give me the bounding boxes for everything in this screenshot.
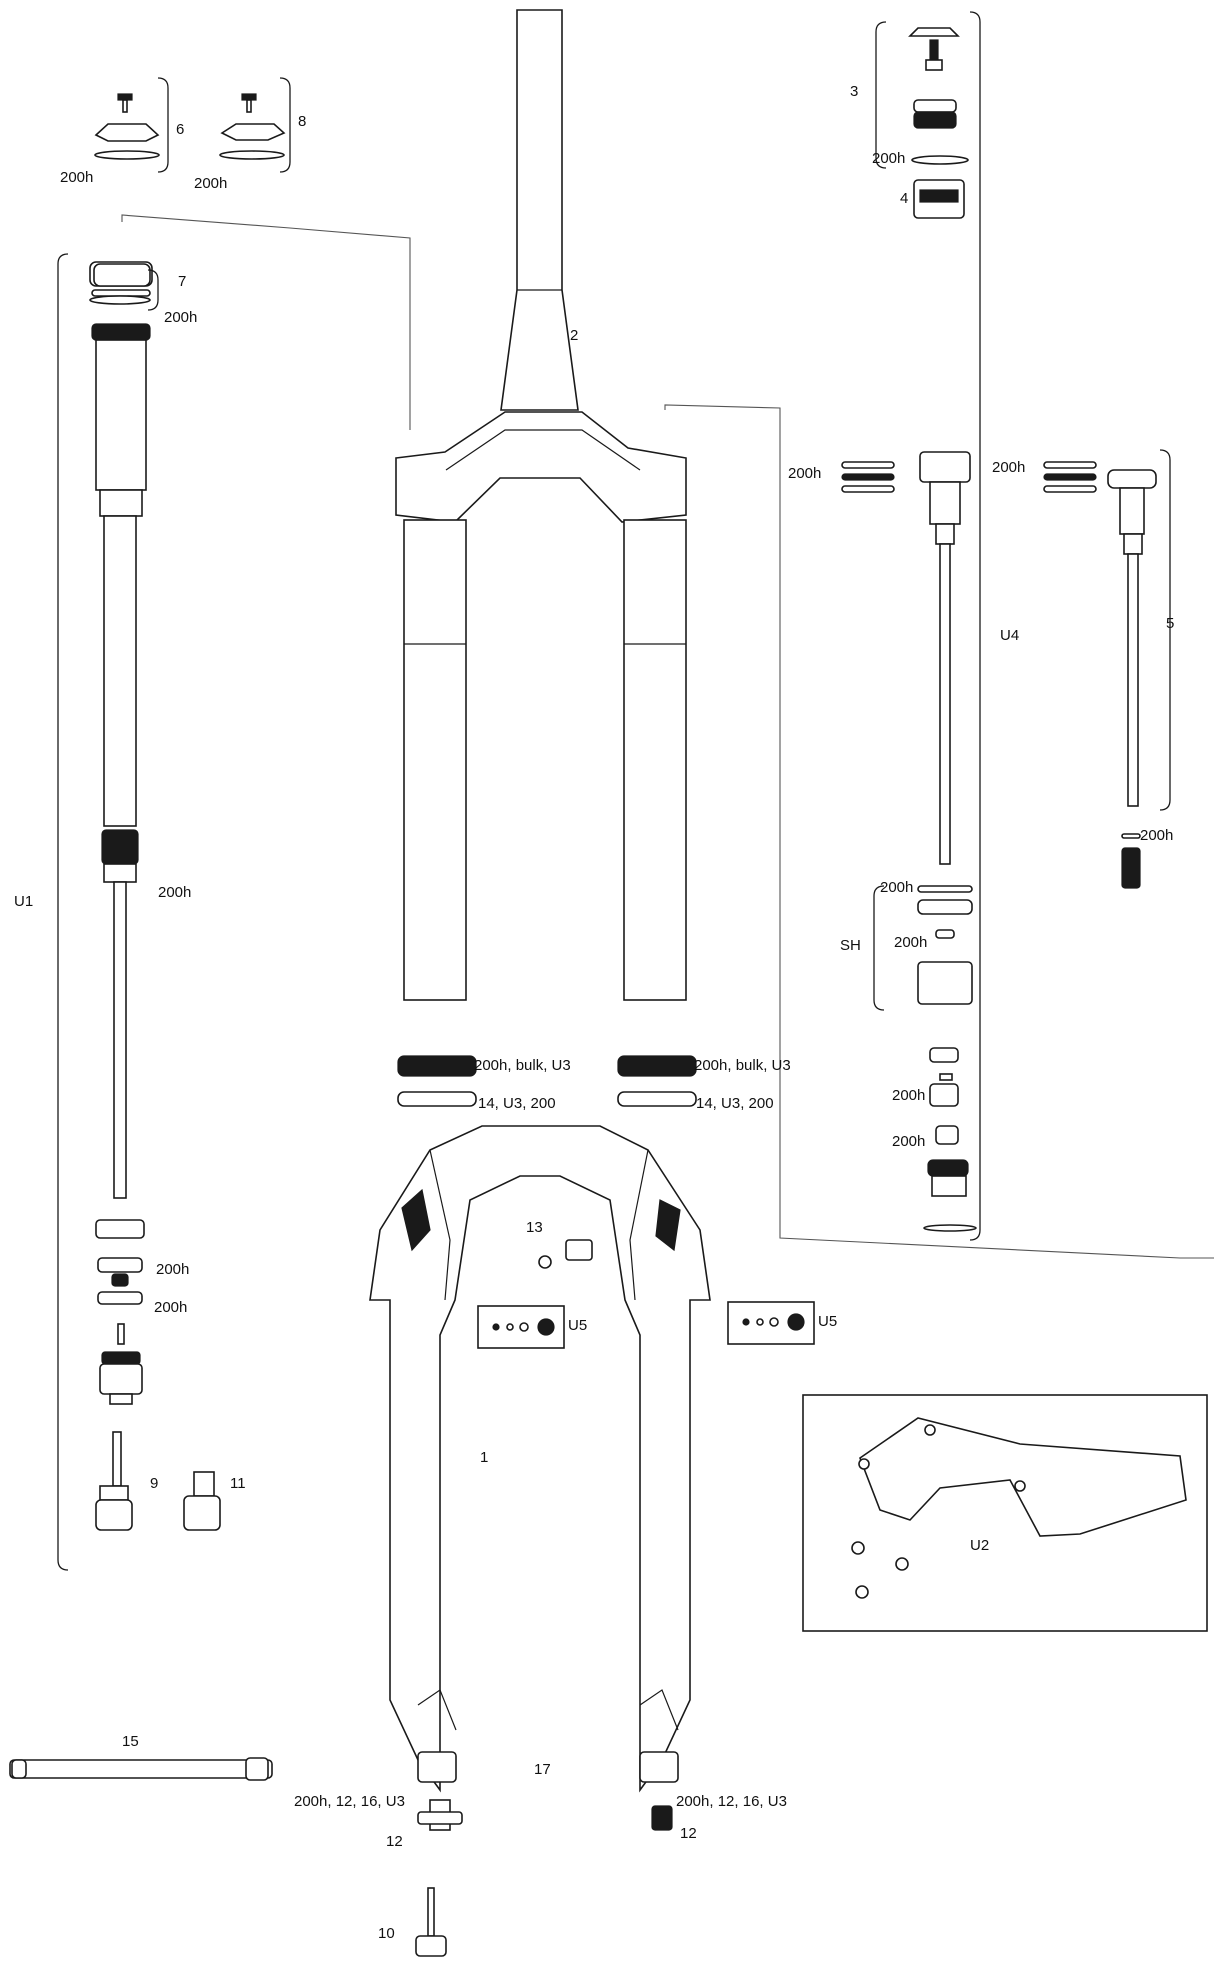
label-200h-u1: 200h [158, 884, 191, 901]
label-1: 1 [480, 1449, 488, 1466]
label-200h-7: 200h [164, 309, 197, 326]
label-u5-left: U5 [568, 1317, 587, 1334]
label-bulk-left: 200h, bulk, U3 [474, 1057, 571, 1074]
brackets [57, 11, 1171, 1571]
label-8: 8 [298, 113, 306, 130]
label-200h-3: 200h [872, 150, 905, 167]
label-200h-d1: 200h [156, 1261, 189, 1278]
guide-lines [121, 214, 1214, 1259]
seals [397, 1055, 697, 1107]
label-u1: U1 [14, 893, 33, 910]
label-3: 3 [850, 83, 858, 100]
label-200h-right-stack: 200h [992, 459, 1025, 476]
label-200h-5: 200h [1140, 827, 1173, 844]
spring-shaft-5 [1107, 469, 1157, 889]
label-12-left: 12 [386, 1833, 403, 1850]
label-5: 5 [1166, 615, 1174, 632]
label-13: 13 [526, 1219, 543, 1236]
label-200h-left-stack: 200h [788, 465, 821, 482]
fender-u2 [802, 1394, 1208, 1632]
u5-boxes [477, 1301, 815, 1349]
label-17: 17 [534, 1761, 551, 1778]
oring-stacks [841, 461, 1097, 493]
label-7: 7 [178, 273, 186, 290]
spring-assembly-u4 [908, 27, 977, 1232]
label-sh: SH [840, 937, 861, 954]
label-6: 6 [176, 121, 184, 138]
label-15: 15 [122, 1733, 139, 1750]
label-axle-left: 200h, 12, 16, U3 [294, 1793, 405, 1810]
label-200h-bottom1: 200h [892, 1087, 925, 1104]
label-9: 9 [150, 1475, 158, 1492]
label-bulk-right: 200h, bulk, U3 [694, 1057, 791, 1074]
label-200h-sh1: 200h [880, 879, 913, 896]
damper-assembly-u1 [89, 261, 153, 1405]
label-200h-d2: 200h [154, 1299, 187, 1316]
label-u4: U4 [1000, 627, 1019, 644]
upper-tube-assembly [395, 9, 687, 1001]
label-200h-6: 200h [60, 169, 93, 186]
label-200h-bottom2: 200h [892, 1133, 925, 1150]
lower-leg-assembly [369, 1125, 711, 1793]
label-4: 4 [900, 190, 908, 207]
label-14-left: 14, U3, 200 [478, 1095, 556, 1112]
callout-labels: 6 8 200h 200h 7 200h 2 3 200h 4 200h 200… [14, 83, 1174, 1942]
label-200h-8: 200h [194, 175, 227, 192]
axle-15 [9, 1757, 273, 1781]
label-u2: U2 [970, 1537, 989, 1554]
label-12-right: 12 [680, 1825, 697, 1842]
label-10: 10 [378, 1925, 395, 1942]
top-caps [89, 93, 286, 305]
label-axle-right: 200h, 12, 16, U3 [676, 1793, 787, 1810]
label-u5-right: U5 [818, 1313, 837, 1330]
label-11: 11 [230, 1475, 246, 1492]
label-2: 2 [570, 327, 578, 344]
label-14-right: 14, U3, 200 [696, 1095, 774, 1112]
label-200h-sh2: 200h [894, 934, 927, 951]
knobs-and-tools [95, 1239, 673, 1957]
